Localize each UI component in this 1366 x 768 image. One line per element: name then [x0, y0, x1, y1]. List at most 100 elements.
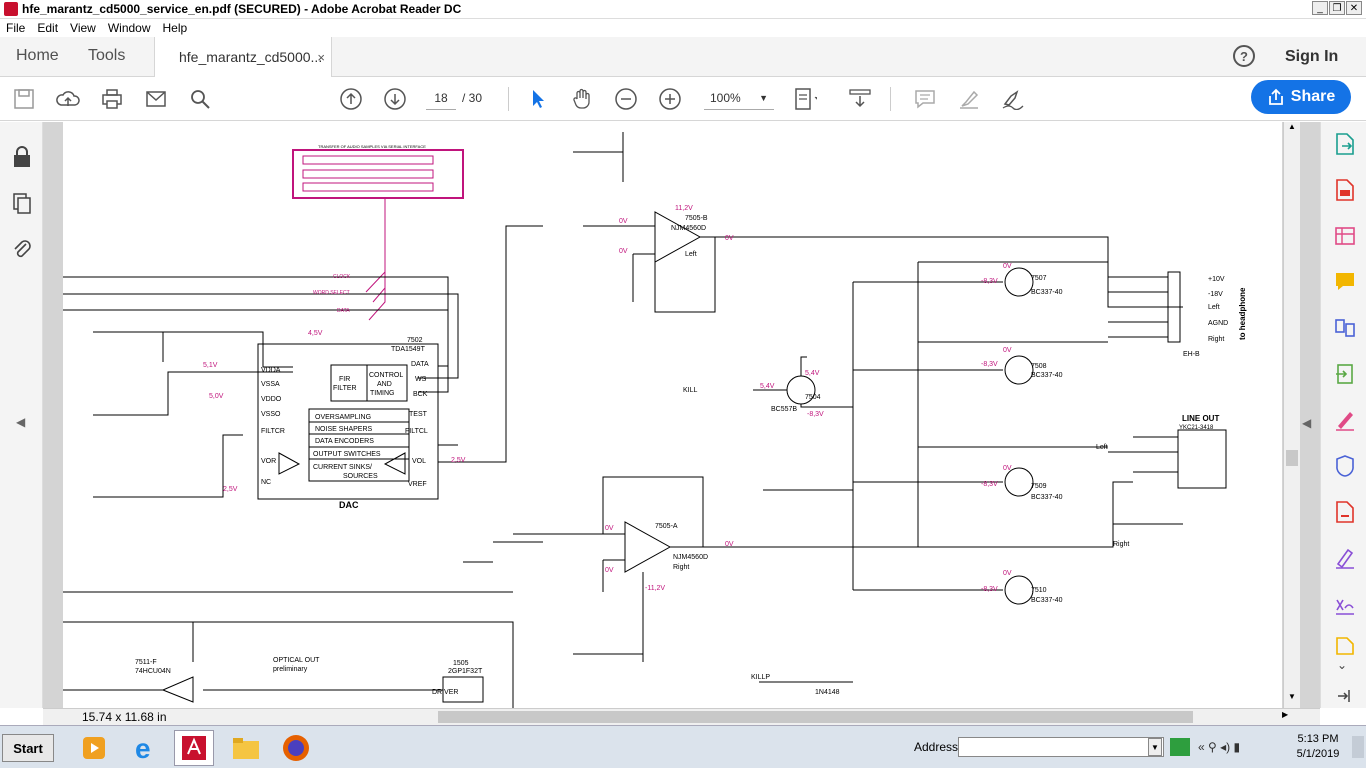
menu-edit[interactable]: Edit: [37, 21, 59, 35]
hscroll-thumb[interactable]: [438, 711, 1193, 723]
svg-text:1N4148: 1N4148: [815, 689, 840, 696]
certificates-icon[interactable]: [1334, 592, 1356, 621]
protect-icon[interactable]: [1334, 454, 1356, 483]
menu-window[interactable]: Window: [107, 21, 151, 35]
sign-in-link[interactable]: Sign In: [1285, 48, 1339, 65]
go-icon[interactable]: [1170, 738, 1190, 756]
svg-text:0V: 0V: [619, 248, 628, 255]
svg-text:FILTCL: FILTCL: [405, 428, 428, 435]
scroll-right-icon[interactable]: ▶: [1282, 710, 1289, 719]
restore-button[interactable]: ❐: [1329, 1, 1345, 15]
menu-help[interactable]: Help: [162, 21, 188, 35]
firefox-icon[interactable]: [276, 730, 316, 766]
next-page-icon[interactable]: [383, 87, 407, 111]
edit-pdf-icon[interactable]: [1334, 224, 1356, 253]
previous-page-icon[interactable]: [339, 87, 363, 111]
svg-text:7509: 7509: [1031, 483, 1047, 490]
tray-icons[interactable]: « ⚲ ◂) ▮: [1198, 740, 1241, 754]
address-dropdown-icon[interactable]: ▼: [1148, 738, 1162, 756]
svg-text:BC557B: BC557B: [771, 406, 797, 413]
export-pdf-icon[interactable]: [1334, 132, 1356, 161]
zoom-in-icon[interactable]: [658, 87, 682, 111]
svg-text:FILTER: FILTER: [333, 385, 357, 392]
svg-text:DRIVER: DRIVER: [432, 689, 458, 696]
create-pdf-icon[interactable]: [1334, 178, 1356, 207]
scroll-thumb[interactable]: [1286, 450, 1298, 466]
svg-text:-8,3V: -8,3V: [807, 411, 824, 418]
hand-tool-icon[interactable]: [570, 87, 594, 111]
comment-tool-icon[interactable]: [1334, 270, 1356, 299]
vertical-scrollbar[interactable]: ▲ ▼: [1283, 122, 1300, 708]
pages-icon[interactable]: [12, 192, 32, 219]
svg-text:0V: 0V: [619, 218, 628, 225]
sign-icon[interactable]: [1001, 87, 1025, 111]
save-icon[interactable]: [12, 87, 36, 111]
attachment-icon[interactable]: [12, 238, 32, 265]
internet-explorer-icon[interactable]: e: [126, 730, 166, 766]
svg-text:7505-A: 7505-A: [655, 523, 678, 530]
svg-text:WORD SELECT: WORD SELECT: [313, 290, 350, 296]
page-number-input[interactable]: 18: [426, 86, 456, 110]
media-player-icon[interactable]: [74, 730, 114, 766]
share-button[interactable]: Share: [1251, 80, 1351, 114]
tab-tools[interactable]: Tools: [88, 47, 126, 64]
file-explorer-icon[interactable]: [226, 730, 266, 766]
send-for-signature-icon[interactable]: [1334, 546, 1356, 575]
tab-home[interactable]: Home: [16, 47, 59, 64]
horizontal-scrollbar[interactable]: ▶: [43, 708, 1320, 725]
menu-file[interactable]: File: [6, 21, 26, 35]
svg-text:DATA ENCODERS: DATA ENCODERS: [315, 438, 374, 445]
search-icon[interactable]: [188, 87, 212, 111]
zoom-value: 100%: [710, 91, 741, 105]
collapse-panel-icon[interactable]: [1335, 688, 1351, 709]
print-icon[interactable]: [100, 87, 124, 111]
svg-text:BC337-40: BC337-40: [1031, 372, 1063, 379]
close-window-button[interactable]: ✕: [1346, 1, 1362, 15]
select-cursor-icon[interactable]: [526, 87, 550, 111]
start-button[interactable]: Start: [2, 734, 54, 762]
svg-text:Right: Right: [1208, 336, 1224, 343]
collapse-right-icon[interactable]: ◀: [1302, 416, 1312, 430]
menu-view[interactable]: View: [70, 21, 96, 35]
zoom-dropdown[interactable]: 100%▼: [704, 86, 774, 110]
svg-text:AGND: AGND: [1208, 320, 1228, 327]
comment-icon[interactable]: [913, 87, 937, 111]
scroll-down-icon[interactable]: ▼: [1288, 692, 1296, 701]
show-desktop-button[interactable]: [1352, 736, 1364, 758]
svg-text:VSSA: VSSA: [261, 381, 280, 388]
highlight-icon[interactable]: [957, 87, 981, 111]
address-input[interactable]: [958, 737, 1164, 757]
fit-page-icon[interactable]: [793, 87, 817, 111]
more-tools-icon[interactable]: [1334, 636, 1356, 661]
svg-text:OPTICAL OUT: OPTICAL OUT: [273, 657, 320, 664]
email-icon[interactable]: [144, 87, 168, 111]
lock-icon[interactable]: [12, 146, 32, 173]
clock[interactable]: 5:13 PM 5/1/2019: [1290, 732, 1346, 762]
upload-icon[interactable]: [56, 87, 80, 111]
svg-text:-11,2V: -11,2V: [645, 585, 665, 592]
svg-text:NJM4560D: NJM4560D: [673, 554, 708, 561]
scrolling-mode-icon[interactable]: [848, 87, 872, 111]
organize-pages-icon[interactable]: [1334, 362, 1356, 391]
svg-text:0V: 0V: [1003, 570, 1012, 577]
tab-document-label: hfe_marantz_cd5000...: [179, 49, 323, 65]
minimize-button[interactable]: _: [1312, 1, 1328, 15]
svg-text:LINE OUT: LINE OUT: [1182, 414, 1219, 423]
acrobat-taskbar-icon[interactable]: [174, 730, 214, 766]
svg-text:0V: 0V: [1003, 465, 1012, 472]
combine-files-icon[interactable]: [1334, 316, 1356, 345]
svg-text:YKC21-3418: YKC21-3418: [1179, 425, 1214, 431]
chevron-down-icon[interactable]: ⌄: [1337, 658, 1348, 672]
svg-text:11,2V: 11,2V: [675, 205, 693, 212]
pdf-stamp-icon[interactable]: [1334, 500, 1356, 529]
help-icon[interactable]: ?: [1233, 45, 1255, 67]
svg-text:0V: 0V: [605, 567, 614, 574]
zoom-out-icon[interactable]: [614, 87, 638, 111]
svg-text:7504: 7504: [805, 394, 821, 401]
scroll-up-icon[interactable]: ▲: [1288, 122, 1296, 131]
svg-text:Right: Right: [673, 564, 689, 571]
tab-document[interactable]: hfe_marantz_cd5000... ×: [154, 37, 332, 77]
collapse-left-icon[interactable]: ◀: [16, 415, 26, 429]
close-tab-icon[interactable]: ×: [317, 49, 325, 65]
fill-sign-icon[interactable]: [1334, 408, 1356, 437]
